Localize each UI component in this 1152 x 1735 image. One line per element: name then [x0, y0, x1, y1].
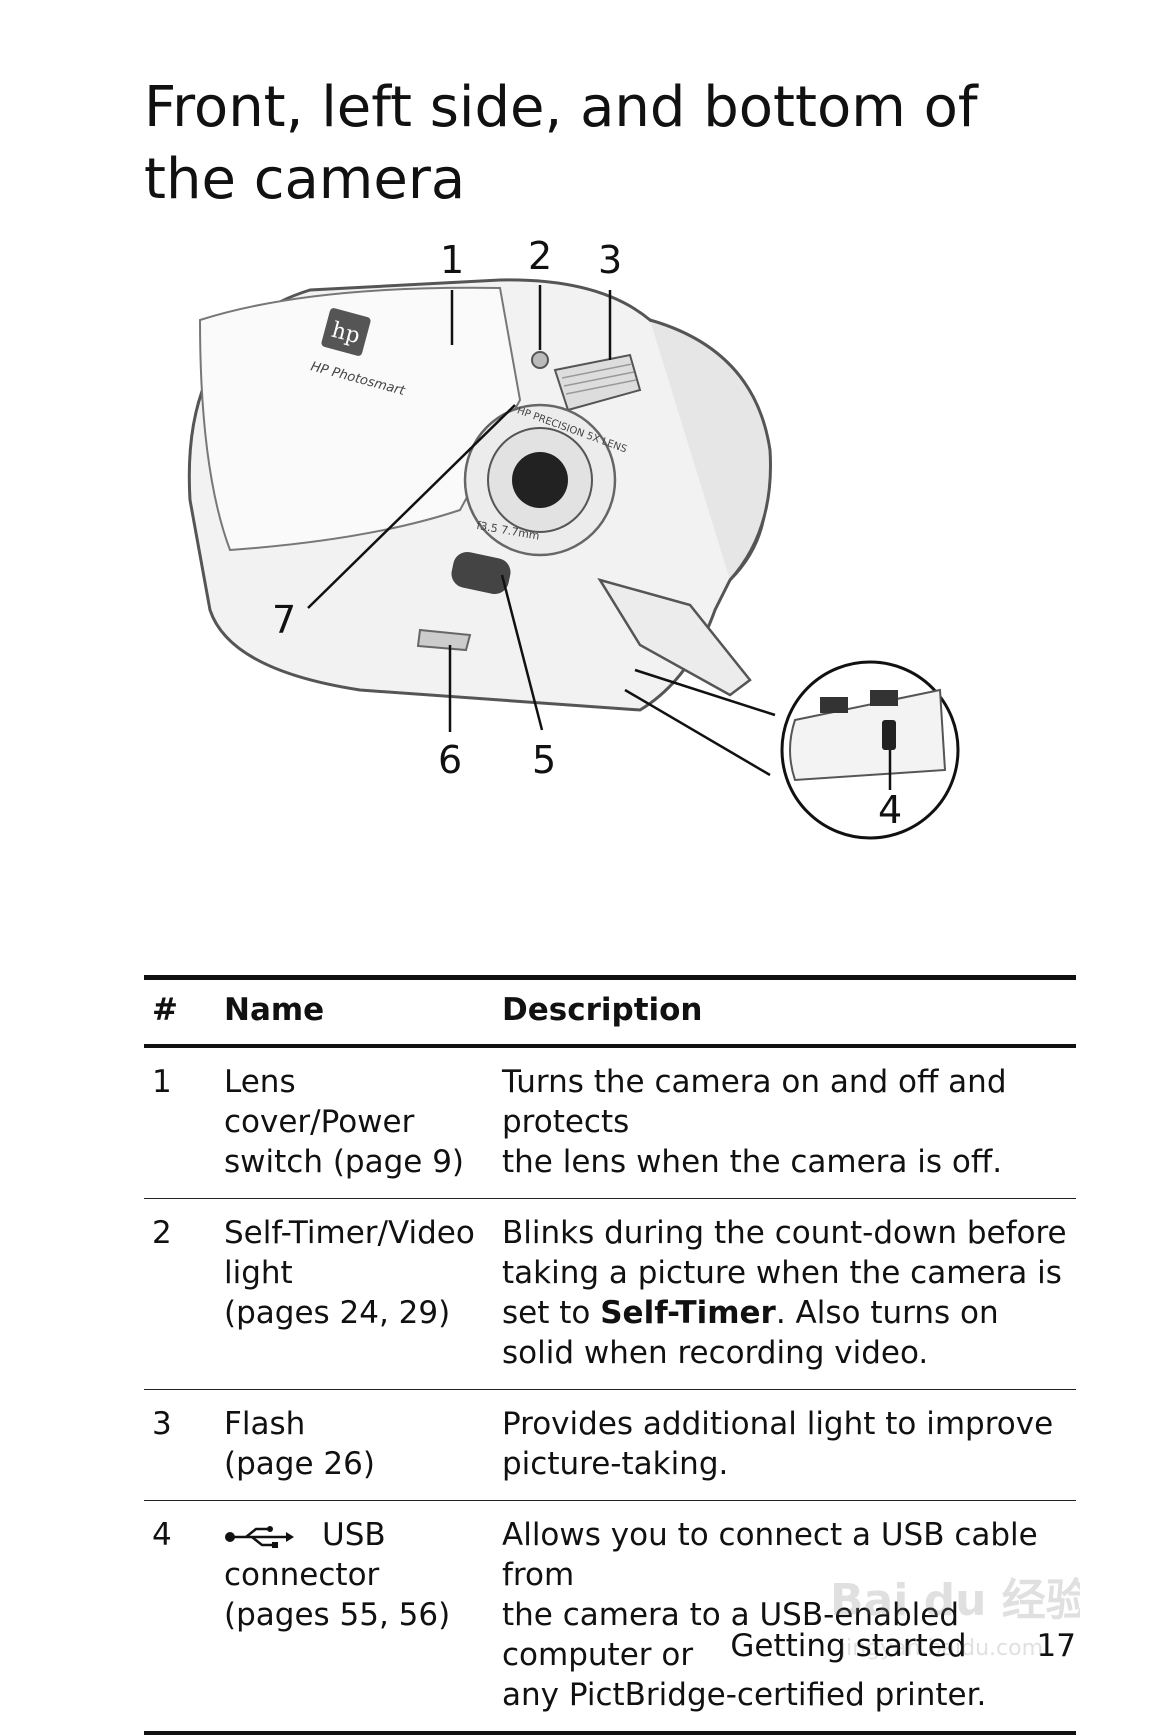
header-name: Name	[216, 975, 494, 1048]
callout-5: 5	[532, 738, 557, 782]
leader-5	[500, 574, 544, 731]
row-num: 4	[144, 1500, 216, 1735]
name-line: light	[224, 1255, 293, 1291]
callout-1: 1	[440, 238, 465, 282]
row-name: Flash (page 26)	[216, 1389, 494, 1501]
self-timer-light	[531, 351, 549, 369]
row-description: Turns the camera on and off and protects…	[494, 1046, 1076, 1199]
row-description: Blinks during the count-down before taki…	[494, 1198, 1076, 1390]
page-footer: Getting started 17	[730, 1628, 1076, 1664]
mode-switch	[451, 551, 511, 595]
row-num: 3	[144, 1389, 216, 1501]
footer-section: Getting started	[730, 1628, 967, 1664]
desc-line: Allows you to connect a USB cable from	[502, 1517, 1038, 1593]
row-name: Self-Timer/Video light (pages 24, 29)	[216, 1198, 494, 1390]
svg-text:Bai du 经验: Bai du 经验	[830, 1575, 1080, 1626]
hp-logo-icon	[321, 308, 371, 356]
usb-door	[597, 577, 752, 697]
name-line: (pages 24, 29)	[224, 1295, 451, 1331]
callout-2: 2	[528, 234, 553, 278]
table-header-row: # Name Description	[144, 975, 1076, 1048]
camera-figure: hp HP Photosmart HP PRECISION 5X LENS f3…	[170, 236, 1060, 940]
page-title: Front, left side, and bottom of the came…	[144, 75, 978, 212]
paw-logo-icon: Bai du 经验 jingyan.baidu.com	[830, 1575, 1090, 1661]
name-line: (page 26)	[224, 1446, 375, 1482]
lens-cover-panel	[198, 286, 522, 552]
table-row: 4 USB connector (pages 55, 56) Allows yo…	[144, 1500, 1076, 1735]
name-line: connector	[224, 1557, 380, 1593]
usb-icon	[225, 1525, 294, 1548]
table-row: 2 Self-Timer/Video light (pages 24, 29) …	[144, 1198, 1076, 1390]
name-line: USB	[322, 1517, 386, 1553]
desc-text: Blinks during the count-down before taki…	[502, 1215, 1067, 1331]
flash-window	[553, 353, 642, 412]
name-line: Flash	[224, 1406, 306, 1442]
header-description: Description	[494, 975, 1076, 1048]
table-row: 1 Lens cover/Power switch (page 9) Turns…	[144, 1046, 1076, 1199]
desc-line: Provides additional light to improve	[502, 1406, 1054, 1442]
desc-bold-mode: Self-Timer	[600, 1295, 776, 1331]
desc-line: the lens when the camera is off.	[502, 1144, 1003, 1180]
row-description: Provides additional light to improve pic…	[494, 1389, 1076, 1501]
name-line: Lens cover/Power	[224, 1064, 415, 1140]
name-line: (pages 55, 56)	[224, 1597, 451, 1633]
desc-line: any PictBridge-certified printer.	[502, 1677, 987, 1713]
table-row: 3 Flash (page 26) Provides additional li…	[144, 1389, 1076, 1501]
svg-text:jingyan.baidu.com: jingyan.baidu.com	[839, 1636, 1043, 1661]
desc-line: picture-taking.	[502, 1446, 729, 1482]
camera-right-side	[649, 318, 772, 582]
desc-text: . Also turns on solid when recording vid…	[502, 1295, 999, 1371]
header-num: #	[144, 975, 216, 1048]
desc-line: Turns the camera on and off and protects	[502, 1064, 1007, 1140]
row-name: Lens cover/Power switch (page 9)	[216, 1046, 494, 1199]
callout-4: 4	[878, 788, 903, 832]
camera-illustration: hp HP Photosmart HP PRECISION 5X LENS f3…	[187, 278, 960, 840]
parts-table: # Name Description 1 Lens cover/Power sw…	[144, 975, 1076, 1735]
callout-7: 7	[272, 598, 297, 642]
desc-line: the camera to a USB-enabled computer or	[502, 1597, 960, 1673]
name-line: switch (page 9)	[224, 1144, 465, 1180]
row-name: USB connector (pages 55, 56)	[216, 1500, 494, 1735]
row-num: 2	[144, 1198, 216, 1390]
usb-port-icon	[882, 720, 896, 750]
page-number: 17	[1036, 1628, 1076, 1664]
baidu-watermark: Bai du 经验 jingyan.baidu.com	[820, 1560, 1090, 1670]
camera-bottom-port	[416, 628, 472, 652]
leader-7	[307, 404, 516, 609]
callout-6: 6	[438, 738, 463, 782]
lens-glass	[512, 452, 568, 508]
row-num: 1	[144, 1046, 216, 1199]
callout-3: 3	[598, 238, 623, 282]
name-line: Self-Timer/Video	[224, 1215, 475, 1251]
